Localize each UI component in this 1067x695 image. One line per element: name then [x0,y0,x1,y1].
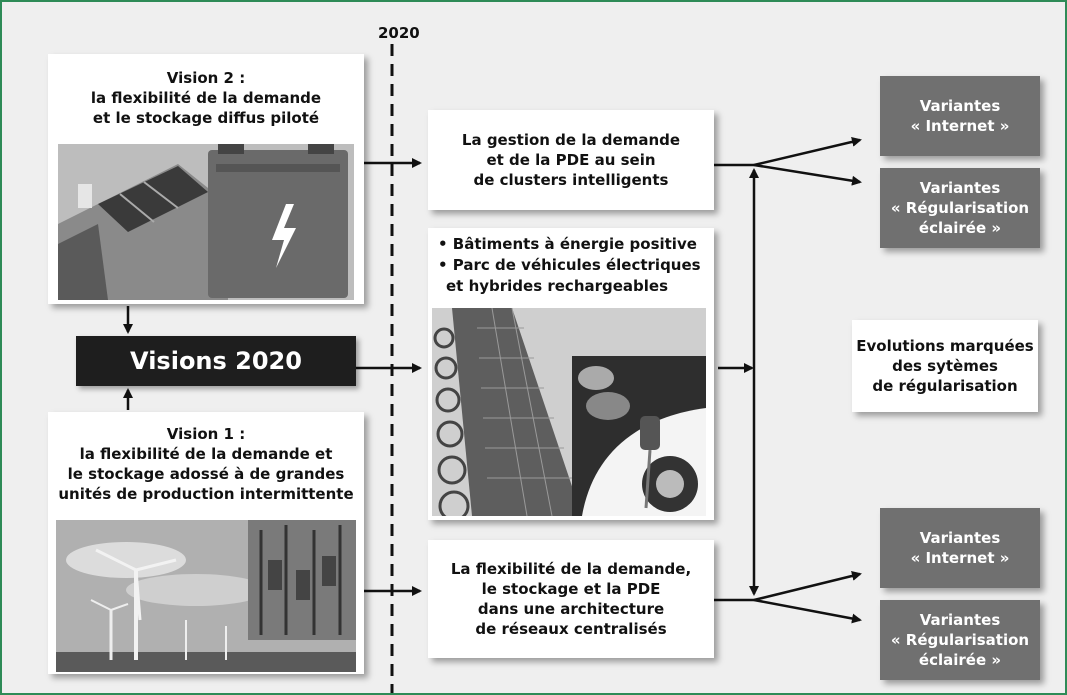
evolutions-line: Evolutions marquées [856,337,1034,355]
variant-internet-bottom: Variantes « Internet » [880,508,1040,588]
variant-label: « Régularisation [890,199,1030,217]
variant-regularisation-top: Variantes « Régularisation éclairée » [880,168,1040,248]
vision1-title: Vision 1 : [166,425,246,443]
clusters-line: et de la PDE au sein [486,151,656,169]
wind-turbines-photo [56,520,356,672]
vision2-title: Vision 2 : [166,69,246,87]
centralises-line: le stockage et la PDE [481,580,661,598]
vision2-line: la flexibilité de la demande [90,89,322,107]
arrow-fork-bottom-regul [753,598,862,624]
variant-regularisation-bottom: Variantes « Régularisation éclairée » [880,600,1040,680]
vision1-line: unités de production intermittente [58,485,354,503]
variant-label: éclairée » [918,651,1002,669]
evolutions-box: Evolutions marquées des sytèmes de régul… [852,320,1038,412]
centralises-line: dans une architecture [477,600,665,618]
solar-battery-photo [58,144,354,300]
variant-label: éclairée » [918,219,1002,237]
variant-label: Variantes [919,179,1001,197]
vision1-line: la flexibilité de la demande et [79,445,333,463]
building-car-photo [432,308,706,516]
vision2-line: et le stockage diffus piloté [92,109,320,127]
clusters-box: La gestion de la demande et de la PDE au… [428,110,714,210]
arrow-fork-top-internet [753,136,862,167]
centralises-line: La flexibilité de la demande, [450,560,692,578]
arrow-fork-bottom-internet [753,571,862,602]
batiments-bullets: • Bâtiments à énergie positive • Parc de… [438,234,701,297]
vision1-line: le stockage adossé à de grandes [67,465,345,483]
batiments-vehicules-box: • Bâtiments à énergie positive • Parc de… [428,228,714,520]
visions-2020-bar: Visions 2020 [76,336,356,386]
bullet-item: • Parc de véhicules électriques [438,256,701,274]
variant-label: Variantes [919,529,1001,547]
year-marker: 2020 [378,24,420,42]
bullet-item: et hybrides rechargeables [446,277,669,295]
variant-label: Variantes [919,611,1001,629]
variant-label: Variantes [919,97,1001,115]
evolutions-line: de régularisation [872,377,1018,395]
reseaux-centralises-box: La flexibilité de la demande, le stockag… [428,540,714,658]
variant-label: « Régularisation [890,631,1030,649]
variant-internet-top: Variantes « Internet » [880,76,1040,156]
centralises-line: de réseaux centralisés [475,620,667,638]
bullet-item: • Bâtiments à énergie positive [438,235,697,253]
vision2-box: Vision 2 : la flexibilité de la demande … [48,54,364,304]
clusters-line: de clusters intelligents [473,171,669,189]
variant-label: « Internet » [910,117,1010,135]
evolutions-line: des sytèmes [892,357,998,375]
vision1-box: Vision 1 : la flexibilité de la demande … [48,412,364,674]
variant-label: « Internet » [910,549,1010,567]
clusters-line: La gestion de la demande [461,131,681,149]
arrow-fork-top-regul [753,163,862,186]
